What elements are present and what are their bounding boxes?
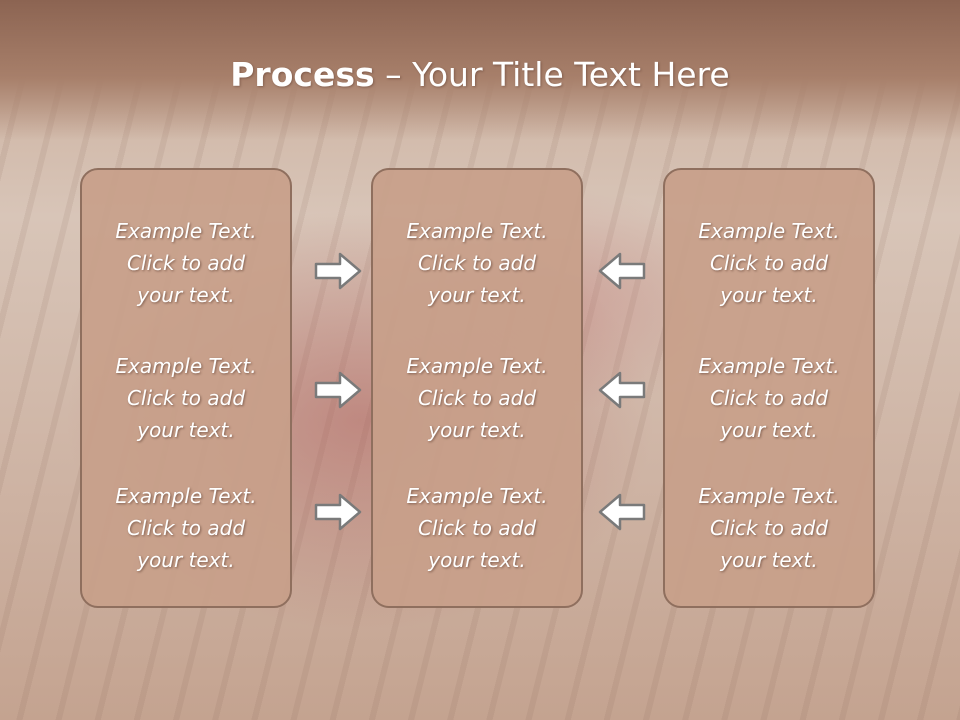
text-line: Example Text. (698, 219, 840, 243)
text-block[interactable]: Example Text. Click to add your text. (82, 350, 290, 446)
text-block[interactable]: Example Text. Click to add your text. (665, 215, 873, 311)
text-block[interactable]: Example Text. Click to add your text. (665, 350, 873, 446)
text-line: your text. (137, 548, 235, 572)
text-line: Click to add (417, 516, 537, 540)
text-block[interactable]: Example Text. Click to add your text. (82, 480, 290, 576)
text-line: Example Text. (698, 354, 840, 378)
text-line: Click to add (709, 251, 829, 275)
text-line: Example Text. (115, 219, 257, 243)
process-box-left[interactable]: Example Text. Click to add your text. Ex… (80, 168, 292, 608)
text-block[interactable]: Example Text. Click to add your text. (373, 350, 581, 446)
text-line: your text. (720, 418, 818, 442)
title-band (0, 0, 960, 140)
text-line: your text. (428, 418, 526, 442)
text-line: your text. (428, 548, 526, 572)
text-line: Example Text. (406, 354, 548, 378)
arrow-right-icon[interactable] (314, 370, 362, 410)
arrow-right-icon[interactable] (314, 251, 362, 291)
text-block[interactable]: Example Text. Click to add your text. (665, 480, 873, 576)
text-line: Click to add (709, 386, 829, 410)
text-line: Example Text. (115, 354, 257, 378)
text-line: Example Text. (115, 484, 257, 508)
text-line: Click to add (126, 516, 246, 540)
text-line: your text. (428, 283, 526, 307)
text-line: your text. (720, 548, 818, 572)
arrow-left-icon[interactable] (598, 492, 646, 532)
text-block[interactable]: Example Text. Click to add your text. (82, 215, 290, 311)
text-line: Click to add (126, 251, 246, 275)
text-line: Click to add (417, 386, 537, 410)
text-line: Click to add (709, 516, 829, 540)
text-line: your text. (137, 418, 235, 442)
text-line: Example Text. (406, 219, 548, 243)
text-line: Example Text. (406, 484, 548, 508)
text-line: your text. (137, 283, 235, 307)
text-line: Click to add (126, 386, 246, 410)
process-box-middle[interactable]: Example Text. Click to add your text. Ex… (371, 168, 583, 608)
arrow-left-icon[interactable] (598, 370, 646, 410)
text-block[interactable]: Example Text. Click to add your text. (373, 215, 581, 311)
title-bold: Process (230, 55, 375, 94)
process-box-right[interactable]: Example Text. Click to add your text. Ex… (663, 168, 875, 608)
arrow-right-icon[interactable] (314, 492, 362, 532)
title-rest: – Your Title Text Here (374, 55, 730, 94)
text-line: Click to add (417, 251, 537, 275)
text-line: your text. (720, 283, 818, 307)
arrow-left-icon[interactable] (598, 251, 646, 291)
text-line: Example Text. (698, 484, 840, 508)
slide-title[interactable]: Process – Your Title Text Here (0, 52, 960, 98)
text-block[interactable]: Example Text. Click to add your text. (373, 480, 581, 576)
